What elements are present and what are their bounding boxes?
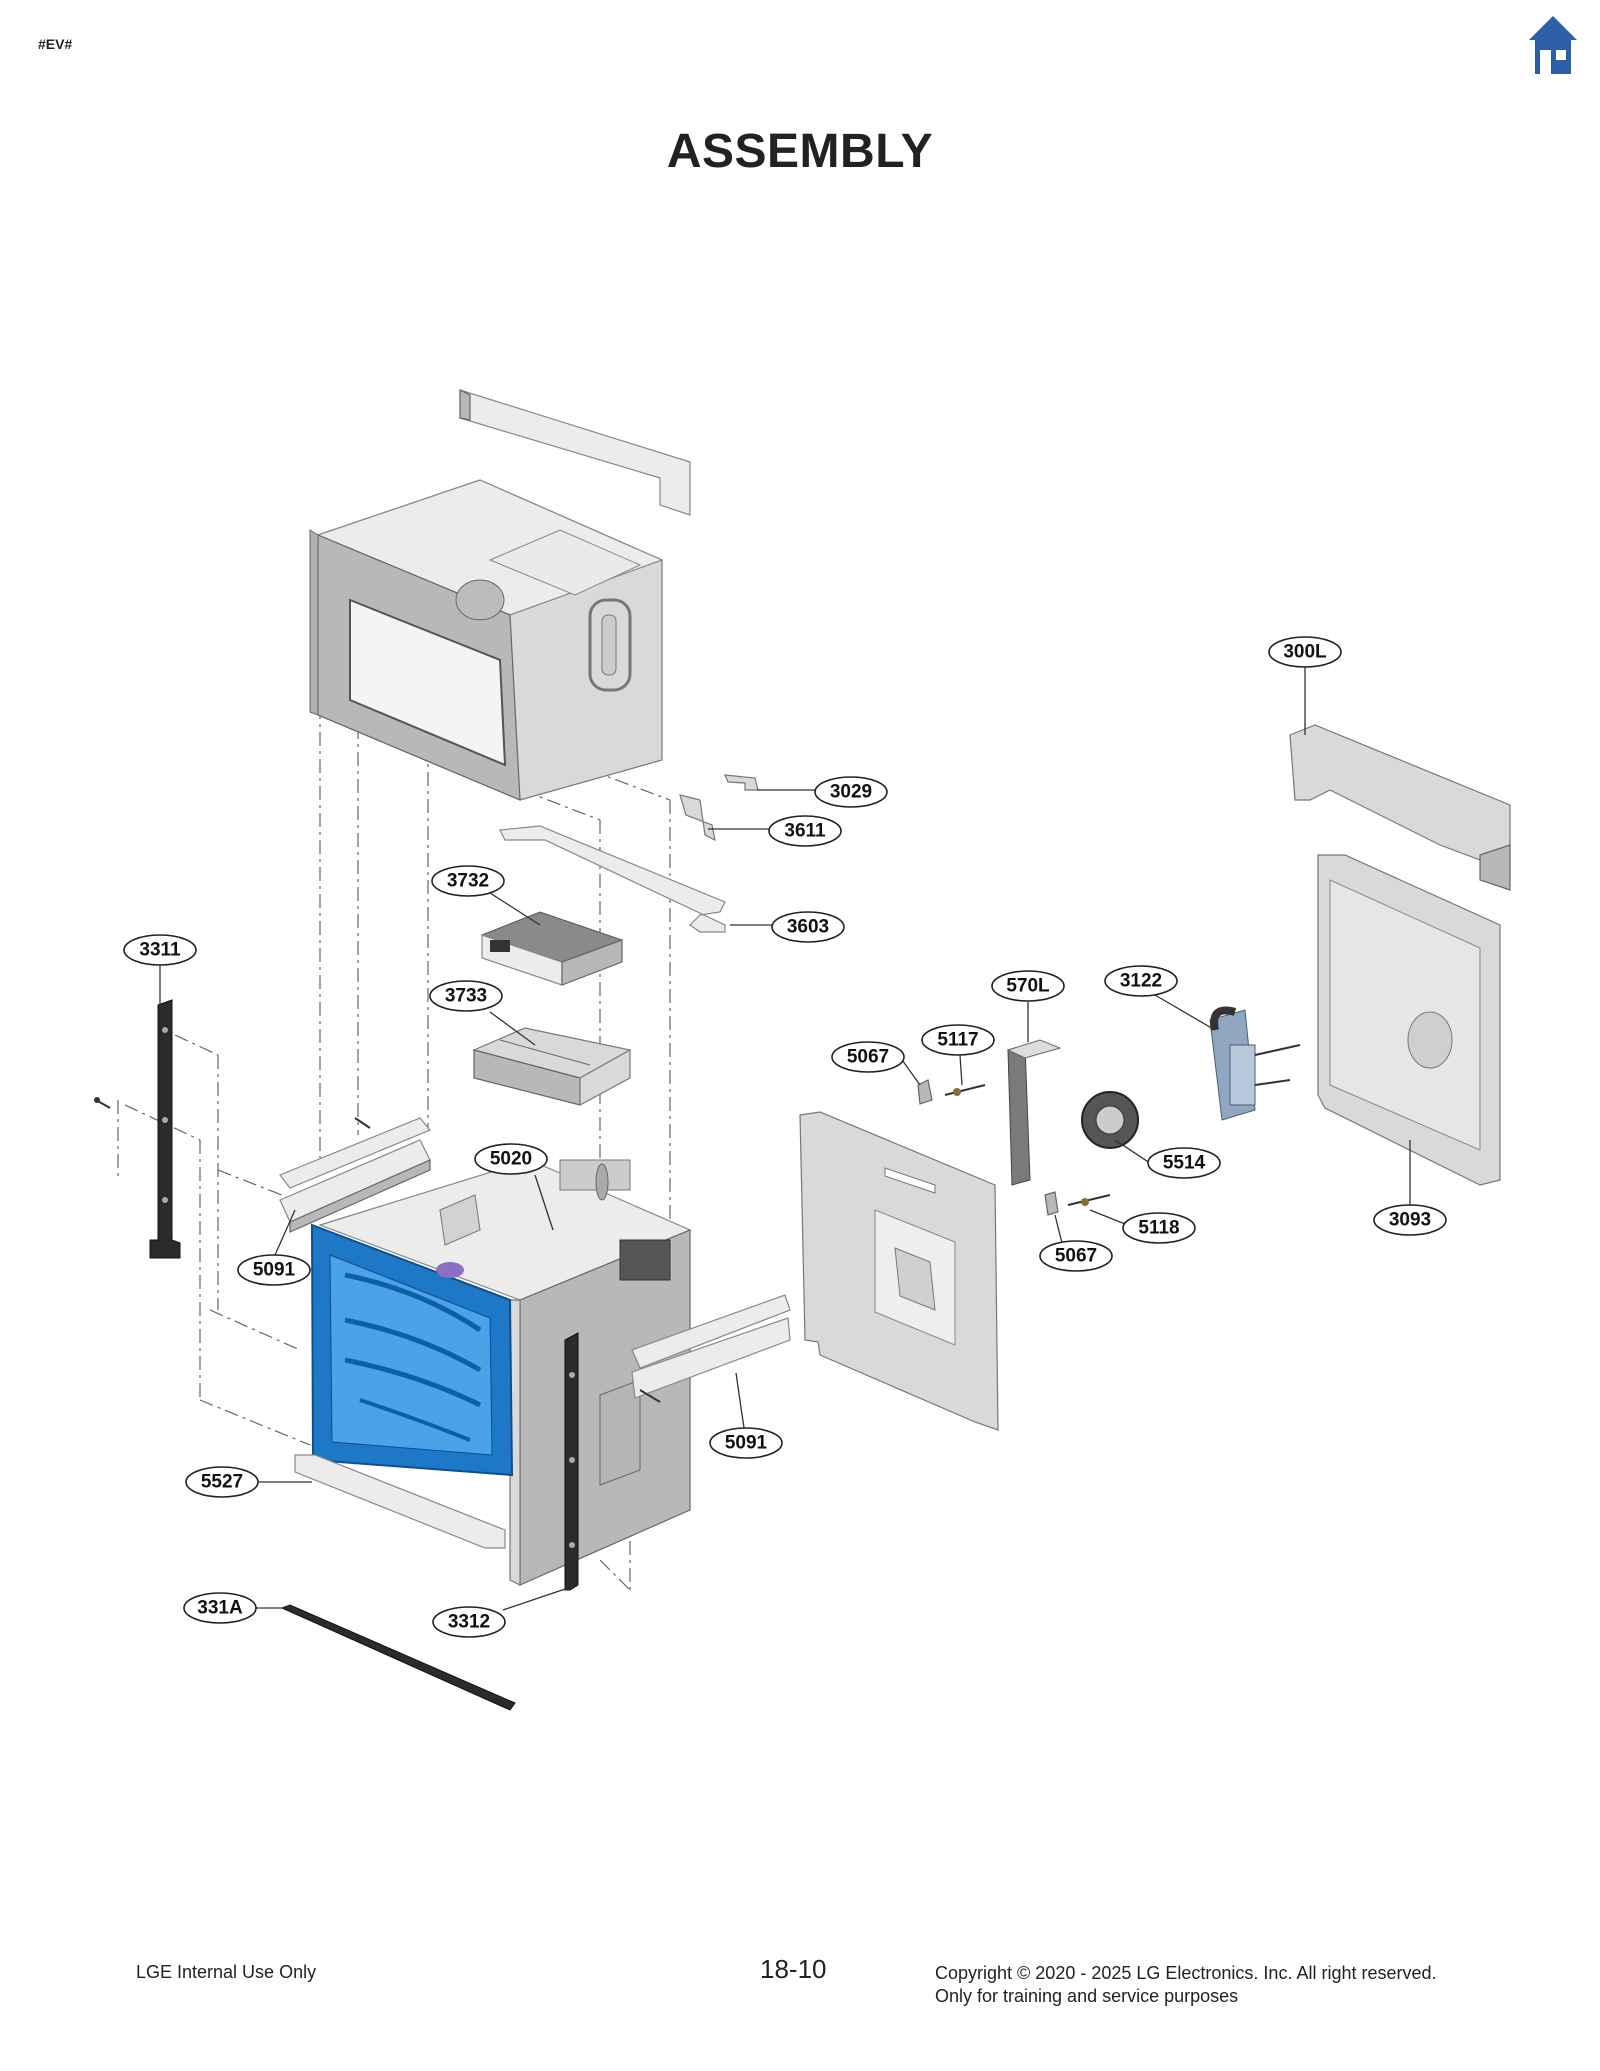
document-tag: #EV# <box>38 36 73 52</box>
fan-5514-part <box>1081 1091 1139 1149</box>
svg-text:5117: 5117 <box>937 1030 978 1051</box>
strip-331A-part <box>280 1604 516 1711</box>
callout-5091-left: 5091 <box>237 1254 311 1286</box>
callout-5514: 5514 <box>1147 1147 1221 1179</box>
svg-text:3603: 3603 <box>787 917 829 938</box>
side-rail-5091-part <box>631 1294 791 1403</box>
callout-3311: 3311 <box>123 934 197 966</box>
callout-3732: 3732 <box>431 865 505 897</box>
svg-text:3611: 3611 <box>784 821 826 842</box>
svg-text:5067: 5067 <box>1055 1246 1097 1267</box>
module-3732-part <box>480 911 624 986</box>
callout-3093: 3093 <box>1373 1204 1447 1236</box>
svg-text:5118: 5118 <box>1138 1218 1179 1239</box>
callout-331A: 331A <box>183 1592 257 1624</box>
callout-300L: 300L <box>1268 636 1342 668</box>
svg-text:5527: 5527 <box>201 1472 243 1493</box>
svg-text:3733: 3733 <box>445 986 487 1007</box>
rail-3311-part <box>94 999 181 1259</box>
top-cover-part <box>459 389 691 516</box>
svg-text:3311: 3311 <box>139 940 181 961</box>
page-number: 18-10 <box>760 1954 827 1984</box>
callout-5117: 5117 <box>921 1024 995 1056</box>
callout-3122: 3122 <box>1104 965 1178 997</box>
svg-text:5020: 5020 <box>490 1149 532 1170</box>
svg-text:5514: 5514 <box>1163 1153 1206 1174</box>
module-3733-part <box>472 1027 632 1107</box>
callout-3611: 3611 <box>768 815 842 847</box>
callout-3733: 3733 <box>429 980 503 1012</box>
svg-text:3029: 3029 <box>830 782 872 803</box>
copyright-block: Copyright © 2020 - 2025 LG Electronics. … <box>935 1962 1437 2008</box>
svg-text:5091: 5091 <box>725 1433 768 1454</box>
svg-text:570L: 570L <box>1006 976 1050 997</box>
upper-rail-5091-part <box>279 1117 431 1233</box>
bracket-5067-lower-part <box>1044 1191 1111 1216</box>
bracket-5067-upper-part <box>917 1079 986 1105</box>
callout-5527: 5527 <box>185 1466 259 1498</box>
lower-oven-body-part <box>318 1159 692 1586</box>
bracket-3029-part <box>724 774 759 791</box>
back-panel-part <box>799 1111 999 1431</box>
callout-3312: 3312 <box>432 1606 506 1638</box>
callout-3603: 3603 <box>771 911 845 943</box>
back-cover-300L-part <box>1289 724 1511 891</box>
callout-5067-upper: 5067 <box>831 1041 905 1073</box>
purpose-text: Only for training and service purposes <box>935 1986 1239 2006</box>
svg-text:300L: 300L <box>1283 642 1327 663</box>
svg-text:3732: 3732 <box>447 871 489 892</box>
duct-570L-part <box>1006 1039 1062 1186</box>
back-panel-3093-part <box>1317 854 1501 1186</box>
callout-5091-right: 5091 <box>709 1427 783 1459</box>
upper-cavity-part <box>309 479 664 801</box>
leader-lines <box>159 665 1411 1611</box>
page-title: ASSEMBLY <box>666 125 934 178</box>
copyright-text: Copyright © 2020 - 2025 LG Electronics. … <box>935 1963 1437 1983</box>
svg-text:3312: 3312 <box>448 1612 490 1633</box>
svg-text:5067: 5067 <box>847 1047 889 1068</box>
bottom-trim-part <box>294 1454 506 1549</box>
assembly-3122-part <box>1209 1006 1301 1121</box>
callout-5020: 5020 <box>474 1143 548 1175</box>
svg-text:3093: 3093 <box>1389 1210 1431 1231</box>
callout-3029: 3029 <box>814 776 888 808</box>
callout-5067-lower: 5067 <box>1039 1240 1113 1272</box>
svg-text:331A: 331A <box>197 1598 243 1619</box>
plate-3603-part <box>499 825 726 933</box>
door-frame-5527-part <box>310 1223 514 1477</box>
callout-5118: 5118 <box>1122 1212 1196 1244</box>
internal-use-notice: LGE Internal Use Only <box>136 1962 317 1982</box>
callout-570L: 570L <box>991 970 1065 1002</box>
rail-3312-part <box>564 1332 579 1591</box>
svg-text:5091: 5091 <box>253 1260 296 1281</box>
svg-text:3122: 3122 <box>1120 971 1162 992</box>
home-icon[interactable] <box>1527 14 1579 76</box>
bracket-3611-part <box>679 794 716 842</box>
